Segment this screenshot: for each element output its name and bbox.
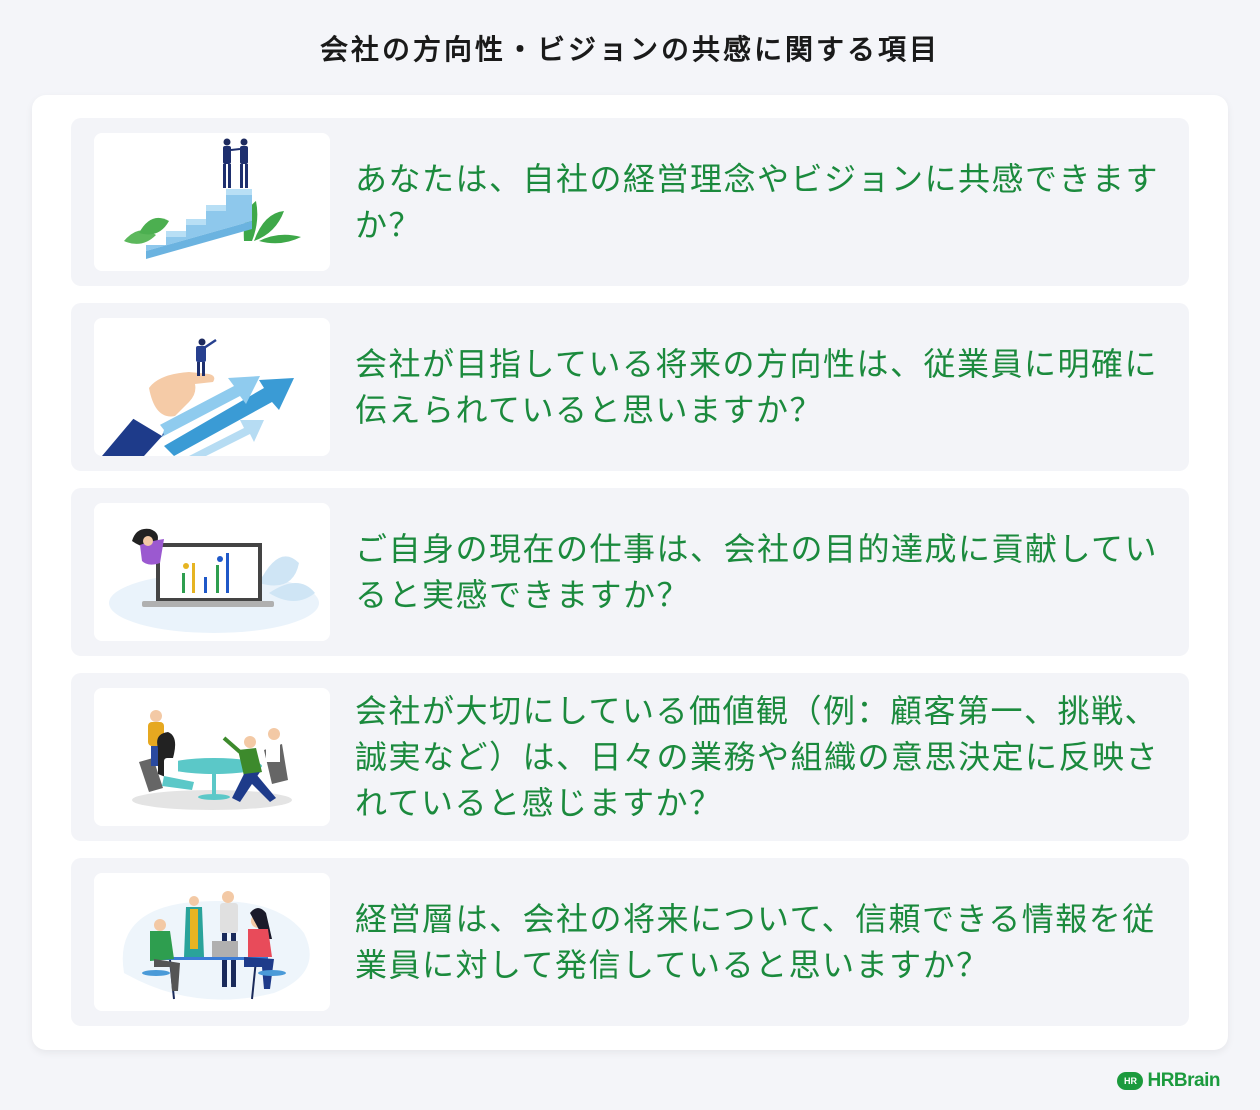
question-text: 会社が目指している将来の方向性は、従業員に明確に伝えられていると思いますか？: [355, 345, 1159, 429]
hrbrain-logo: HR HRBrain: [1117, 1070, 1220, 1092]
question-item: 経営層は、会社の将来について、信頼できる情報を従業員に対して発信していると思いま…: [71, 858, 1189, 1026]
questions-card: あなたは、自社の経営理念やビジョンに共感できますか？ 会社が目指している将来の方…: [32, 95, 1228, 1050]
question-text: あなたは、自社の経営理念やビジョンに共感できますか？: [355, 160, 1160, 244]
question-item: 会社が目指している将来の方向性は、従業員に明確に伝えられていると思いますか？: [71, 303, 1189, 471]
staircase-businessmen-illustration: [94, 133, 330, 271]
question-item: 会社が大切にしている価値観（例：顧客第一、挑戦、誠実など）は、日々の業務や組織の…: [71, 673, 1189, 841]
question-item: ご自身の現在の仕事は、会社の目的達成に貢献していると実感できますか？: [71, 488, 1189, 656]
team-collaboration-laptop-illustration: [94, 873, 330, 1011]
question-text: 会社が大切にしている価値観（例：顧客第一、挑戦、誠実など）は、日々の業務や組織の…: [355, 692, 1160, 822]
team-meeting-table-illustration: [94, 688, 330, 826]
page-title: 会社の方向性・ビジョンの共感に関する項目: [319, 33, 940, 66]
hr-badge-icon: HR: [1117, 1072, 1144, 1090]
question-text: 経営層は、会社の将来について、信頼できる情報を従業員に対して発信していると思いま…: [355, 900, 1156, 984]
question-item: あなたは、自社の経営理念やビジョンに共感できますか？: [71, 118, 1189, 286]
logo-wordmark: HRBrain: [1147, 1070, 1220, 1091]
hand-arrows-growth-illustration: [94, 318, 330, 456]
laptop-bar-chart-illustration: [94, 503, 330, 641]
question-text: ご自身の現在の仕事は、会社の目的達成に貢献していると実感できますか？: [355, 530, 1159, 614]
